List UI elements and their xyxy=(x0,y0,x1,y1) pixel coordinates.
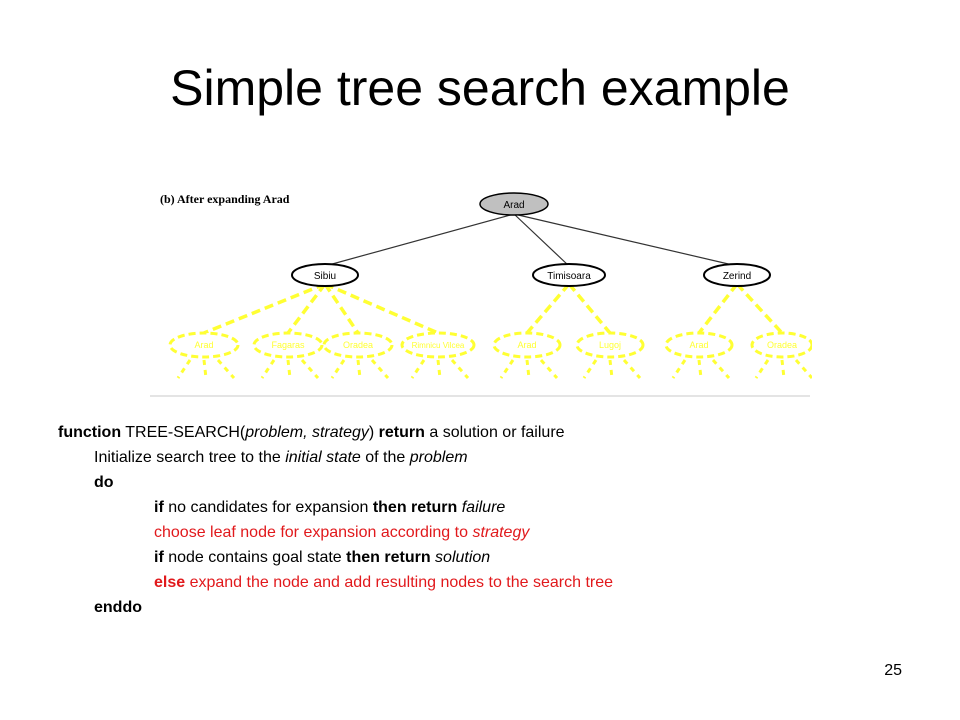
pseudocode-block: function TREE-SEARCH(problem, strategy) … xyxy=(58,420,918,620)
keyword-enddo: enddo xyxy=(94,599,142,616)
frontier-node-2 xyxy=(322,331,394,359)
keyword-then-return: then return xyxy=(346,549,431,566)
frontier-node-4 xyxy=(492,331,562,359)
frontier-node-label: Rimnicu Vilcea xyxy=(412,341,465,350)
text: node contains goal state xyxy=(163,549,347,566)
tree-node-label: Sibiu xyxy=(314,271,336,282)
keyword-function: function xyxy=(58,424,122,441)
keyword-if: if xyxy=(154,549,164,566)
frontier-node-label: Oradea xyxy=(767,340,797,350)
frontier-node-label: Arad xyxy=(194,340,213,350)
keyword-if: if xyxy=(154,499,164,516)
code-line-2: Initialize search tree to the initial st… xyxy=(58,445,918,470)
frontier-node-1 xyxy=(252,331,324,359)
code-line-5: choose leaf node for expansion according… xyxy=(58,520,918,545)
slide-number: 25 xyxy=(884,662,902,679)
frontier-edges xyxy=(203,282,784,335)
frontier-node-label: Fagaras xyxy=(271,340,305,350)
tree-node-sibiu: Sibiu xyxy=(291,263,359,287)
return-desc: a solution or failure xyxy=(424,424,565,441)
text: expand the node and add resulting nodes … xyxy=(185,574,614,591)
italic-text: strategy xyxy=(472,524,530,541)
text: of the xyxy=(360,449,410,466)
keyword-do: do xyxy=(94,474,114,491)
diagram-caption: (b) After expanding Arad xyxy=(160,192,290,206)
tree-node-root: Arad xyxy=(479,192,549,216)
arg-problem: problem, xyxy=(245,424,308,441)
paren-close: ) xyxy=(368,424,379,441)
tree-node-label: Arad xyxy=(503,200,524,211)
frontier-node-label: Lugoj xyxy=(599,340,621,350)
code-line-3: do xyxy=(58,470,918,495)
tree-node-timisoara: Timisoara xyxy=(532,263,606,287)
code-line-6: if node contains goal state then return … xyxy=(58,545,918,570)
text: Initialize search tree to the xyxy=(94,449,286,466)
code-line-8: enddo xyxy=(58,595,918,620)
frontier-node-3 xyxy=(400,331,476,359)
keyword-then-return: then return xyxy=(372,499,458,516)
tree-node-label: Zerind xyxy=(723,271,751,282)
code-line-4: if no candidates for expansion then retu… xyxy=(58,495,918,520)
tree-edges xyxy=(324,213,738,267)
text: choose leaf node for expansion according… xyxy=(154,524,473,541)
keyword-return: return xyxy=(378,424,425,441)
frontier-node-label: Arad xyxy=(517,340,536,350)
frontier-node-5 xyxy=(575,331,645,359)
code-line-1: function TREE-SEARCH(problem, strategy) … xyxy=(58,420,918,445)
frontier-node-6 xyxy=(664,331,734,359)
frontier-node-0 xyxy=(168,331,240,359)
frontier-node-label: Oradea xyxy=(343,340,373,350)
frontier-node-label: Arad xyxy=(689,340,708,350)
arg-strategy: strategy xyxy=(311,424,369,441)
function-name: TREE-SEARCH( xyxy=(125,424,246,441)
text: no candidates for expansion xyxy=(163,499,373,516)
slide-title: Simple tree search example xyxy=(170,60,790,116)
italic-text: solution xyxy=(435,549,491,566)
italic-text: failure xyxy=(461,499,506,516)
code-line-7: else expand the node and add resulting n… xyxy=(58,570,918,595)
tree-node-zerind: Zerind xyxy=(703,263,771,287)
italic-text: initial state xyxy=(285,449,361,466)
tree-node-label: Timisoara xyxy=(547,271,591,282)
frontier-node-7 xyxy=(750,331,812,359)
keyword-else: else xyxy=(154,574,186,591)
italic-text: problem xyxy=(409,449,468,466)
search-tree-diagram: (b) After expanding Arad Arad Sibiu xyxy=(150,192,812,397)
frontier-stems xyxy=(176,359,812,379)
